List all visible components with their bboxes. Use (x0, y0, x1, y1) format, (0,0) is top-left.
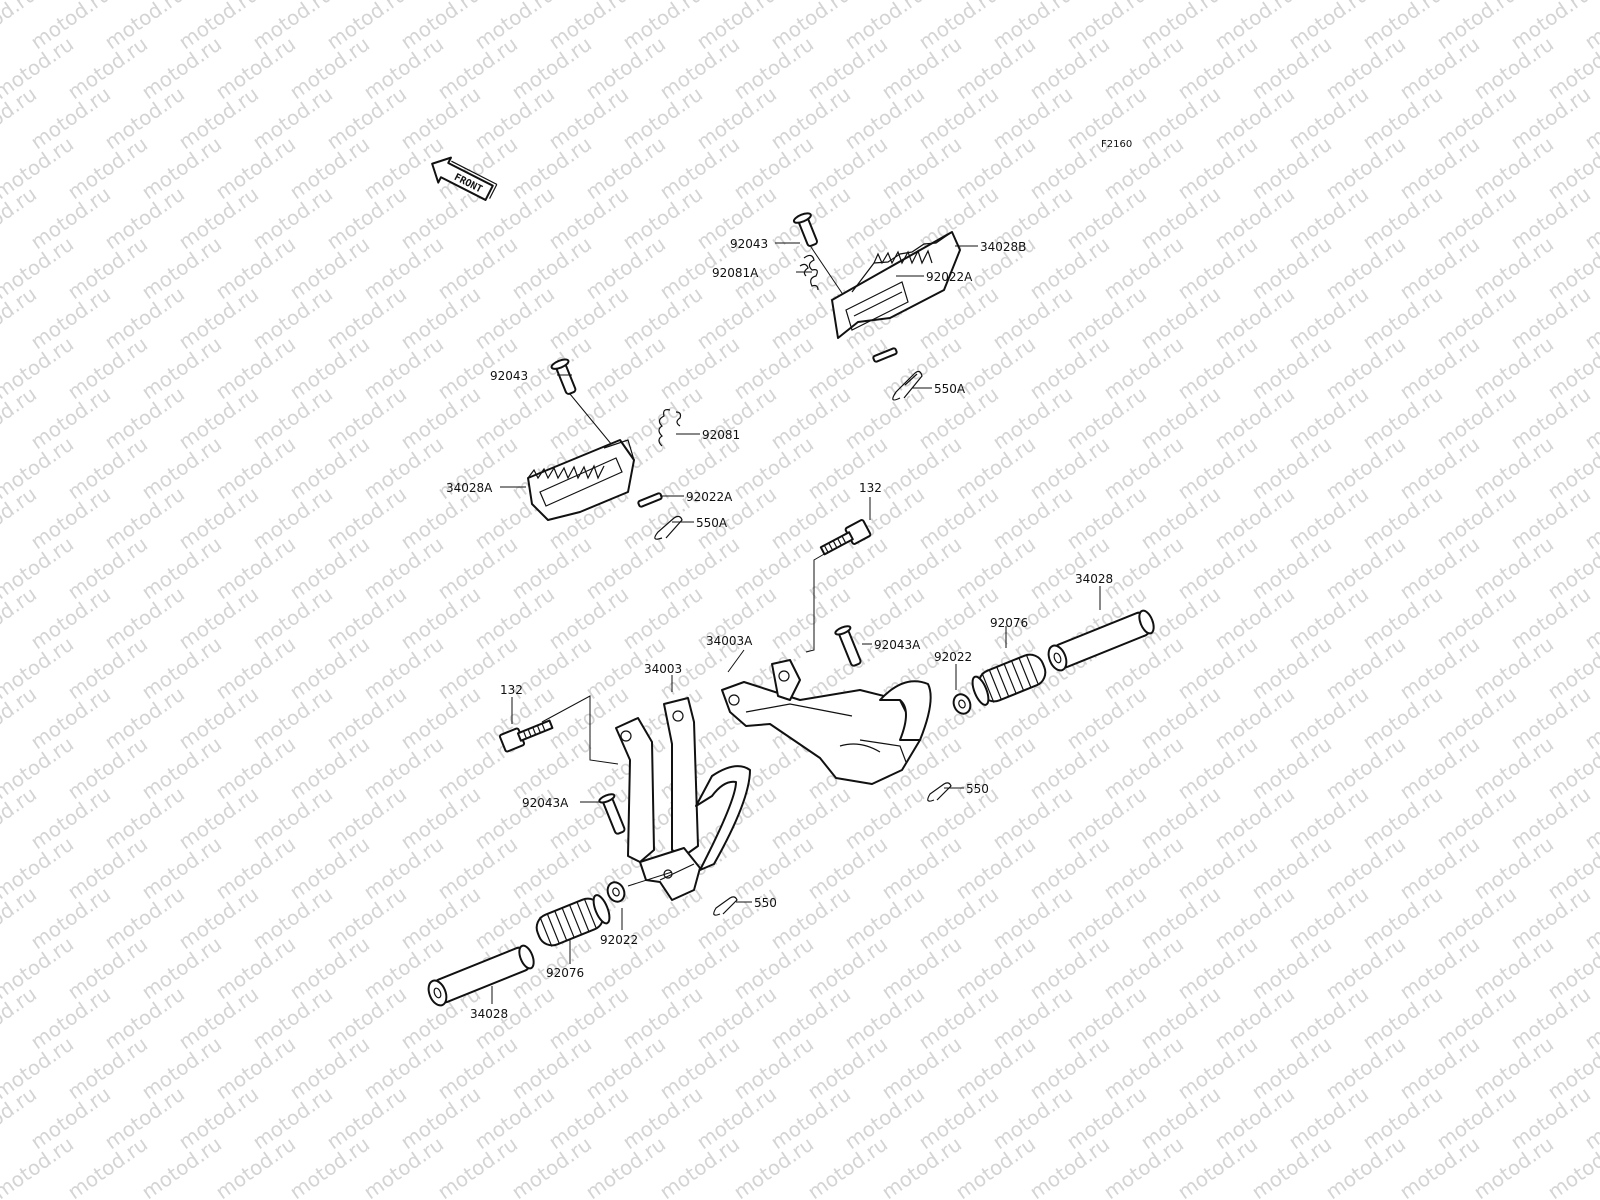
label-34003A: 34003A (706, 634, 753, 648)
pin-34028-right (1047, 609, 1155, 672)
label-34028B: 34028B (980, 240, 1026, 254)
label-92043A-right: 92043A (874, 638, 921, 652)
label-92081A: 92081A (712, 266, 759, 280)
label-92076-right: 92076 (990, 616, 1028, 630)
footpeg-34028A (527, 358, 683, 540)
label-550A-upper-right: 550A (934, 382, 966, 396)
label-132-left: 132 (500, 683, 523, 697)
label-92022-left: 92022 (600, 933, 638, 947)
label-550A-upper-left: 550A (696, 516, 728, 530)
leader-lines (491, 242, 1101, 1004)
part-labels: 92043 34028B 92081A 92022A 550A 92043 92… (446, 237, 1113, 1021)
washer-92022-left (606, 881, 626, 903)
label-92043-upper-right: 92043 (730, 237, 768, 251)
washer-92022-right (952, 693, 972, 715)
label-92022-right: 92022 (934, 650, 972, 664)
label-92022A-upper-right: 92022A (926, 270, 973, 284)
bracket-34003 (498, 695, 751, 916)
footpeg-34028B (792, 212, 961, 401)
label-92043-upper-left: 92043 (490, 369, 528, 383)
label-132-right: 132 (859, 481, 882, 495)
label-34028-right: 34028 (1075, 572, 1113, 586)
label-550-right: 550 (966, 782, 989, 796)
label-34003: 34003 (644, 662, 682, 676)
label-92043A-left: 92043A (522, 796, 569, 810)
label-550-left: 550 (754, 896, 777, 910)
pin-34028-left (427, 944, 535, 1007)
label-92022A-upper-left: 92022A (686, 490, 733, 504)
label-92076-left: 92076 (546, 966, 584, 980)
rubber-92076-left (535, 894, 611, 947)
label-92081: 92081 (702, 428, 740, 442)
label-34028A: 34028A (446, 481, 493, 495)
diagram-code: F2160 (1101, 139, 1132, 150)
label-34028-left: 34028 (470, 1007, 508, 1021)
rubber-92076-right (971, 653, 1047, 706)
bracket-34003A (721, 519, 952, 802)
